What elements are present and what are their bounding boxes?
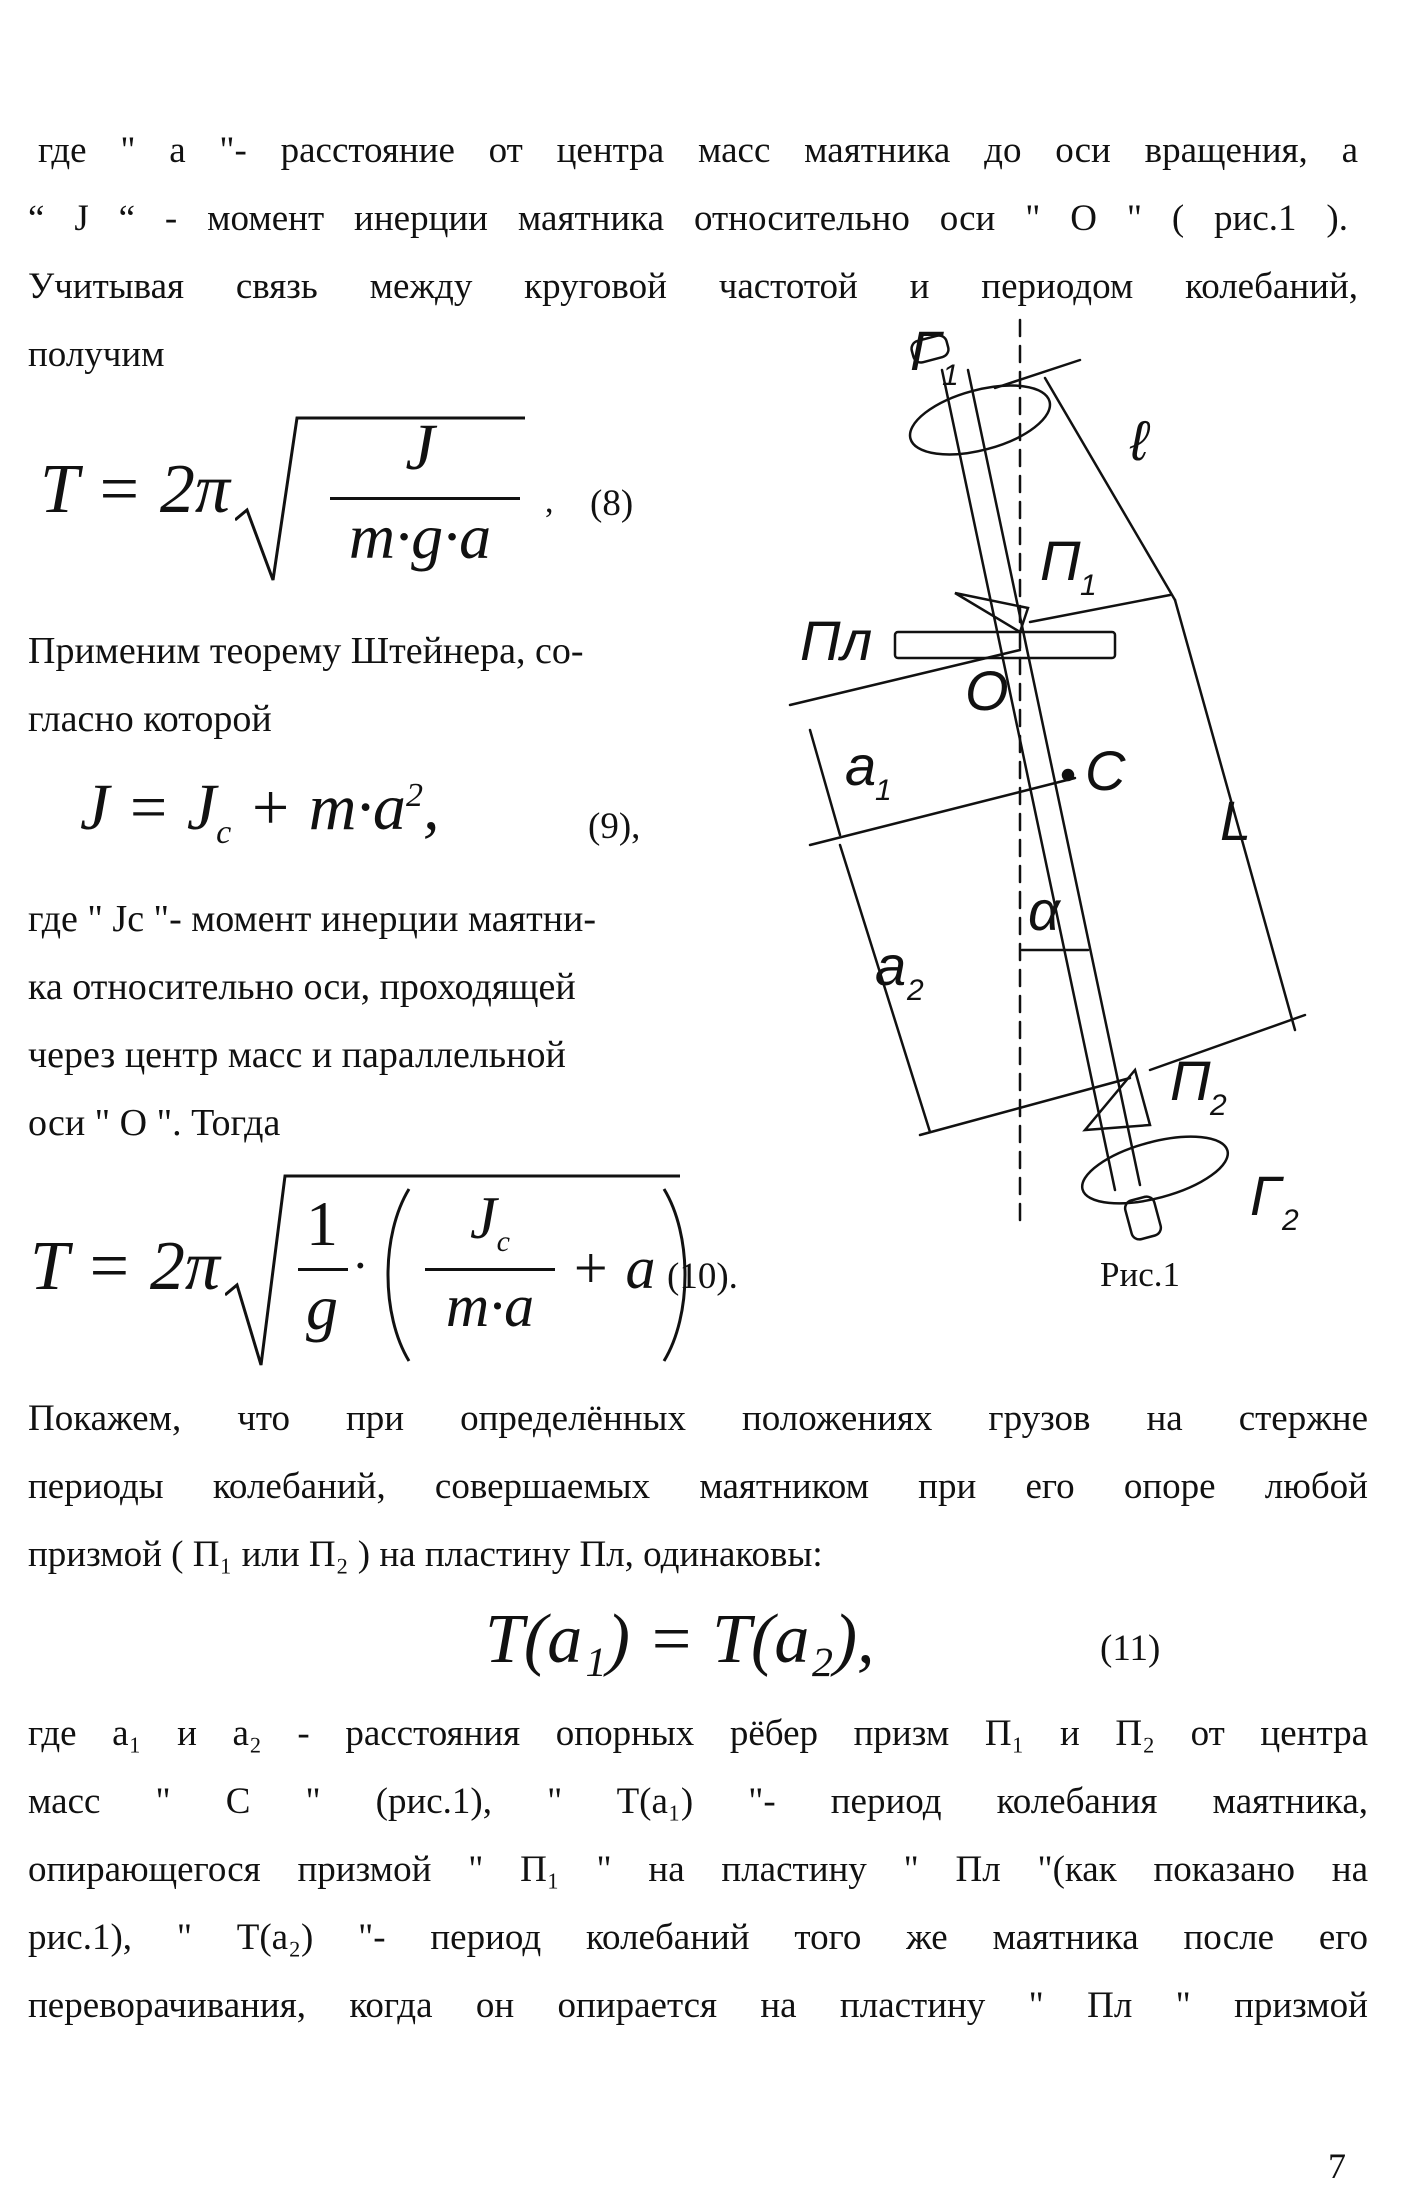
formula-dot: ·	[352, 1237, 369, 1293]
label-g1: Г	[910, 319, 944, 382]
radical-sign	[225, 1174, 680, 1366]
formula-eq: = J	[125, 771, 217, 844]
equation-number-8: (8)	[590, 483, 634, 524]
text-line: призмой ( П₁ или П₂ ) на пластину Пл, од…	[28, 1534, 823, 1575]
label-pl: Пл	[800, 609, 872, 672]
label-p1-sub: 1	[1080, 569, 1097, 602]
text-line: рис.1), " T(a₂) "- период колебаний того…	[28, 1917, 1368, 1958]
text-line: опирающегося призмой " П₁ " на пластину …	[28, 1849, 1368, 1890]
formula-lhs: T = 2π	[40, 451, 230, 528]
text-line: гласно которой	[28, 698, 272, 740]
label-alpha: α	[1028, 879, 1062, 942]
formula-11: T(a₁) = T(a₂),	[485, 1601, 875, 1678]
formula-plus-a: + a	[570, 1235, 656, 1301]
text-line: где " Jc "- момент инерции маятни-	[28, 898, 597, 940]
formula-den-ma: m·a	[445, 1273, 535, 1339]
label-o: O	[965, 659, 1009, 722]
formula-rest: + m·a	[247, 771, 406, 844]
equation-number-11: (11)	[1100, 1628, 1161, 1669]
page-number: 7	[1328, 2146, 1346, 2186]
label-a1-sub: 1	[875, 774, 892, 807]
text-line: где a₁ и a₂ - расстояния опорных рёбер п…	[28, 1713, 1368, 1754]
left-paren	[386, 1188, 411, 1362]
equation-number-9: (9),	[588, 806, 641, 847]
text-line: получим	[28, 334, 165, 375]
label-l: ℓ	[1129, 409, 1151, 472]
label-g2: Г	[1250, 1164, 1284, 1227]
formula-numerator: J	[405, 411, 435, 484]
formula-j: J	[470, 1185, 497, 1251]
formula-10: T = 2π 1 g · Jc m·a + a	[30, 1170, 730, 1370]
pendulum-figure: Г 1 ℓ П 1 Пл O C a 1 L α a 2 П 2 Г 2	[788, 318, 1307, 1241]
label-p2: П	[1170, 1049, 1211, 1112]
text-line: оси " O ". Тогда	[28, 1102, 281, 1144]
formula-trail: ,	[422, 771, 440, 844]
formula-sup-2: 2	[405, 777, 423, 814]
label-p2-sub: 2	[1209, 1089, 1227, 1122]
formula-trail: ,	[545, 483, 554, 520]
figure-caption: Рис.1	[1100, 1255, 1180, 1294]
label-a1: a	[845, 734, 876, 797]
label-g1-sub: 1	[942, 359, 959, 392]
formula-sub-c: c	[216, 814, 232, 852]
text-line: где " a "- расстояние от центра масс мая…	[38, 130, 1358, 171]
label-g2-sub: 2	[1281, 1204, 1299, 1237]
text-line: Учитывая связь между круговой частотой и…	[28, 266, 1358, 307]
fraction-bar	[425, 1268, 555, 1271]
text-line: переворачивания, когда он опирается на п…	[28, 1985, 1368, 2026]
formula-j: J	[80, 771, 110, 844]
formula-sub-c: c	[496, 1225, 510, 1258]
formula-den-g: g	[306, 1272, 338, 1343]
text-line: масс " C " (рис.1), " T(a₁) "- период ко…	[28, 1781, 1368, 1822]
label-a2-sub: 2	[906, 974, 924, 1007]
text-line: Применим теорему Штейнера, со-	[28, 630, 584, 672]
label-c: C	[1085, 739, 1126, 802]
equation-number-10: (10).	[667, 1256, 738, 1297]
formula-lhs: T = 2π	[30, 1228, 220, 1305]
text-line: “ J “ - момент инерции маятника относите…	[28, 198, 1348, 239]
text-line: через центр масс и параллельной	[28, 1034, 566, 1076]
radical-sign	[235, 416, 525, 581]
fraction-bar	[298, 1268, 348, 1271]
text-line: Покажем, что при определённых положениях…	[28, 1398, 1368, 1439]
text-line: периоды колебаний, совершаемых маятником…	[28, 1466, 1368, 1507]
right-paren	[662, 1188, 687, 1362]
text-line: ка относительно оси, проходящей	[28, 966, 576, 1008]
formula-num-1: 1	[306, 1188, 338, 1259]
formula-num-jc: Jc	[420, 1188, 560, 1257]
formula-denominator: m·g·a	[348, 501, 492, 572]
label-p1: П	[1040, 529, 1081, 592]
formula-9: J = Jc + m·a2,	[80, 775, 439, 850]
fraction-bar	[330, 497, 520, 500]
label-a2: a	[875, 934, 906, 997]
label-l-big: L	[1220, 789, 1251, 852]
